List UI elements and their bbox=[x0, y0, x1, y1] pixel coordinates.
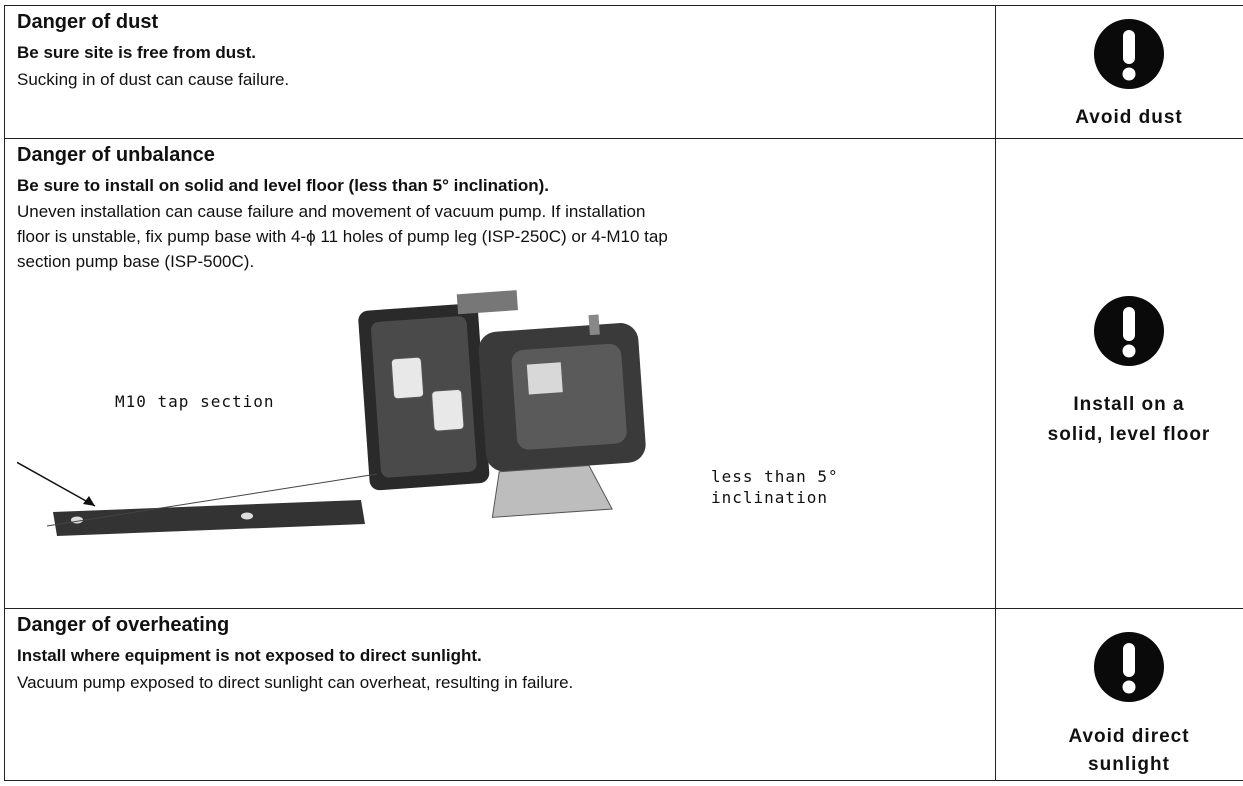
warning-table: Danger of dust Be sure site is free from… bbox=[4, 5, 1243, 781]
row-unbalance-description-1: Uneven installation can cause failure an… bbox=[17, 202, 646, 221]
row-dust-text: Danger of dust Be sure site is free from… bbox=[4, 5, 996, 139]
row-unbalance-description-2: floor is unstable, fix pump base with 4-… bbox=[17, 227, 668, 246]
row-dust: Danger of dust Be sure site is free from… bbox=[4, 5, 1243, 139]
row-dust-title: Danger of dust bbox=[17, 11, 159, 33]
row-overheating-text: Danger of overheating Install where equi… bbox=[4, 608, 996, 781]
exclamation-mandatory-icon bbox=[1094, 19, 1164, 89]
label-m10-tap-section: M10 tap section bbox=[115, 392, 275, 411]
row-dust-side: Avoid dust bbox=[995, 5, 1243, 139]
row-unbalance: Danger of unbalance Be sure to install o… bbox=[4, 138, 1243, 609]
exclamation-mandatory-icon bbox=[1094, 632, 1164, 702]
row-unbalance-side: Install on a solid, level floor bbox=[995, 138, 1243, 609]
row-unbalance-instruction: Be sure to install on solid and level fl… bbox=[17, 176, 549, 195]
label-inclination-1: less than 5° bbox=[711, 467, 839, 486]
row-overheating-description: Vacuum pump exposed to direct sunlight c… bbox=[17, 673, 574, 692]
row-overheating-instruction: Install where equipment is not exposed t… bbox=[17, 646, 482, 665]
row-dust-description: Sucking in of dust can cause failure. bbox=[17, 70, 290, 89]
row-dust-caption: Avoid dust bbox=[1075, 107, 1183, 128]
row-overheating: Danger of overheating Install where equi… bbox=[4, 608, 1243, 781]
vacuum-pump-illustration bbox=[17, 290, 646, 536]
row-unbalance-text: Danger of unbalance Be sure to install o… bbox=[4, 138, 996, 609]
row-unbalance-title: Danger of unbalance bbox=[17, 144, 215, 166]
exclamation-mandatory-icon bbox=[1094, 296, 1164, 366]
row-dust-instruction: Be sure site is free from dust. bbox=[17, 43, 257, 62]
label-inclination-2: inclination bbox=[711, 488, 828, 507]
row-unbalance-caption-1: Install on a bbox=[1073, 394, 1185, 415]
row-overheating-side: Avoid direct sunlight bbox=[995, 608, 1243, 781]
row-overheating-caption-1: Avoid direct bbox=[1068, 726, 1190, 747]
pump-inclination-diagram: M10 tap section less than 5° inclination bbox=[17, 274, 957, 544]
row-overheating-caption-2: sunlight bbox=[1088, 754, 1170, 775]
row-overheating-title: Danger of overheating bbox=[17, 614, 230, 636]
row-unbalance-description-3: section pump base (ISP-500C). bbox=[17, 252, 255, 271]
row-unbalance-caption-2: solid, level floor bbox=[1047, 424, 1211, 445]
